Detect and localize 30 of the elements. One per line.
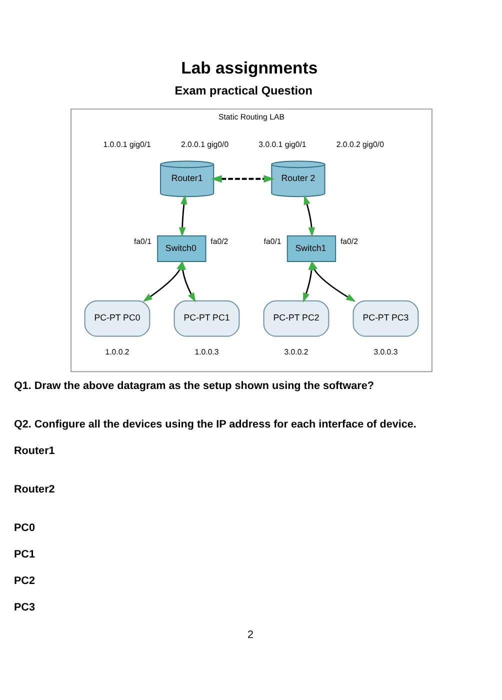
label: Q2. Configure all the devices using the IP address for each interface of device. xyxy=(14,418,416,430)
node-label: fa0/2 xyxy=(210,237,228,246)
label: PC0 xyxy=(14,522,36,534)
node-label: 3.0.0.1 gig0/1 xyxy=(258,140,306,149)
node-label: 1.0.0.2 xyxy=(105,347,130,356)
node-label: 3.0.0.2 xyxy=(284,347,308,356)
node-label: fa0/1 xyxy=(134,237,152,246)
node-label: 1.0.0.1 gig0/1 xyxy=(103,140,151,149)
node-label: 2.0.0.1 gig0/0 xyxy=(180,140,229,149)
node-label: 2.0.0.2 gig0/0 xyxy=(336,140,384,149)
diagram-title: Lab assignments xyxy=(181,58,318,78)
label: Router2 xyxy=(14,483,55,496)
label: Exam practical Question xyxy=(174,83,312,98)
label: 2 xyxy=(248,628,254,641)
arrow xyxy=(211,175,275,183)
label: PC1 xyxy=(14,548,36,560)
node-label: fa0/2 xyxy=(340,237,358,246)
node-label: 1.0.0.3 xyxy=(194,347,219,356)
arrow xyxy=(178,194,188,238)
node-label: 3.0.0.3 xyxy=(374,347,398,356)
label: Q1. Draw the above datagram as the setup shown using the software? xyxy=(14,380,374,392)
node-label: fa0/1 xyxy=(264,237,282,246)
node-box: PC-PT PC2 xyxy=(263,300,330,337)
arrow xyxy=(304,194,315,238)
node-box: PC-PT PC1 xyxy=(174,300,240,337)
label: Router1 xyxy=(14,445,55,458)
node-box: PC-PT PC0 xyxy=(84,300,150,337)
node-box: PC-PT PC3 xyxy=(352,300,419,337)
label: PC2 xyxy=(14,574,36,587)
label: PC3 xyxy=(14,601,36,614)
